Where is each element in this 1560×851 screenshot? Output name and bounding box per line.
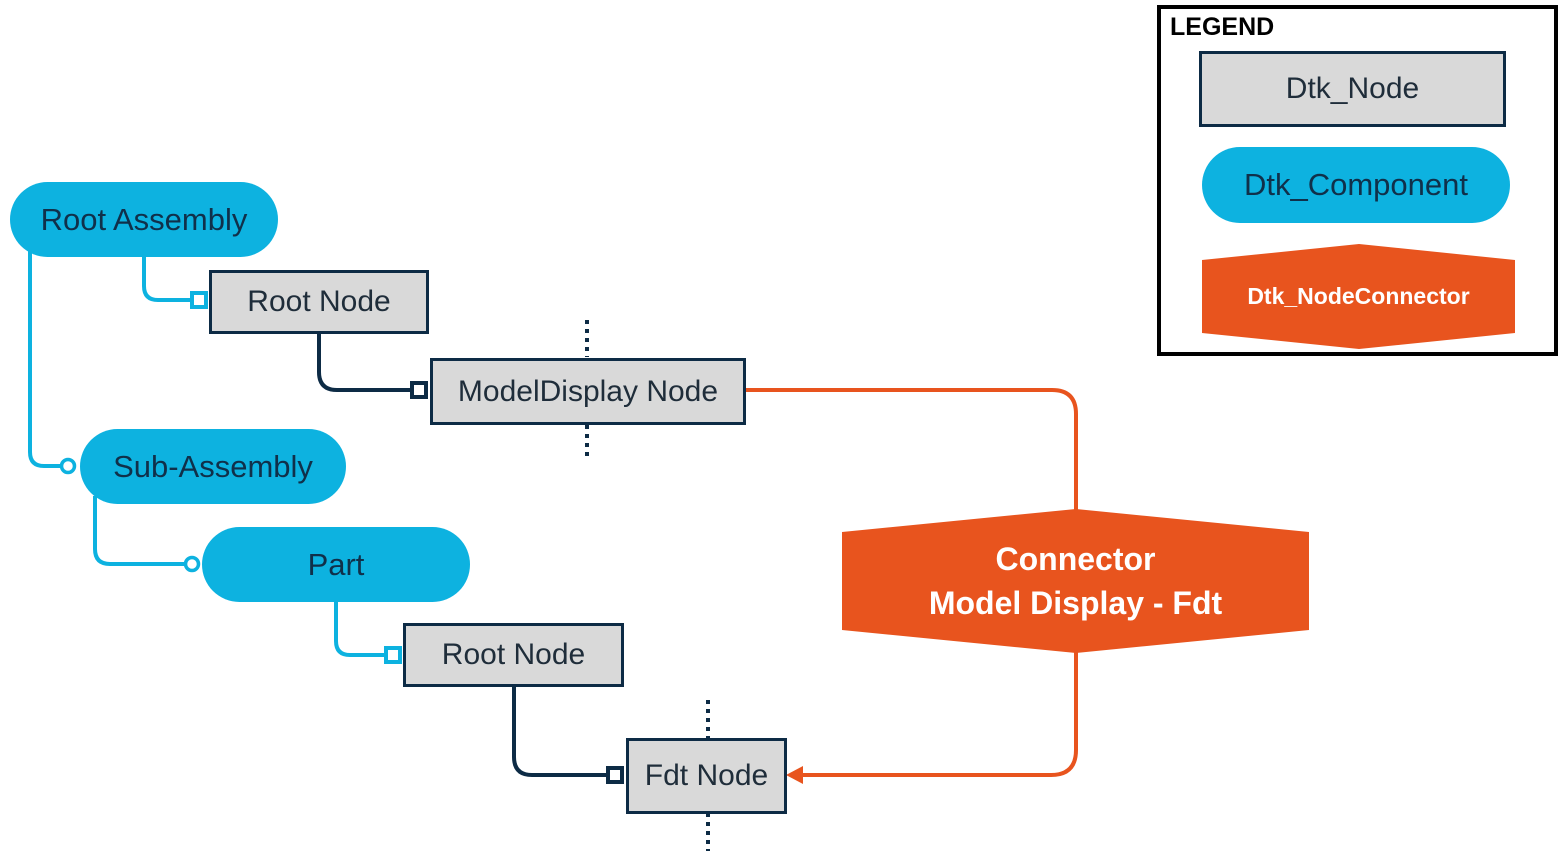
link-part-to-root-node: [334, 600, 386, 657]
component-part[interactable]: Part: [202, 527, 470, 602]
node-fdt[interactable]: Fdt Node: [626, 738, 787, 814]
node-label: Fdt Node: [644, 759, 769, 792]
component-label: Root Assembly: [40, 201, 248, 237]
connector-label-line1: Connector: [995, 541, 1156, 577]
connector-square-fdt: [606, 766, 624, 784]
legend-node-sample: Dtk_Node: [1199, 51, 1506, 127]
legend-component-sample: Dtk_Component: [1202, 147, 1510, 223]
connector-label-line2: Model Display - Fdt: [928, 585, 1223, 621]
component-label: Sub-Assembly: [113, 448, 313, 484]
component-label: Part: [307, 546, 365, 582]
connector-dot-part: [183, 555, 201, 573]
node-label: Root Node: [247, 285, 391, 318]
arrow-head: [786, 766, 803, 784]
node-root-node[interactable]: Root Node: [209, 270, 429, 334]
legend-title: LEGEND: [1170, 13, 1275, 41]
connector-label[interactable]: Connector Model Display - Fdt: [842, 532, 1309, 630]
connector-square-root-node: [190, 291, 208, 309]
link-connector-to-fdt: [800, 652, 1078, 777]
connector-square-modeldisplay: [410, 381, 428, 399]
connector-dot-sub-assembly: [59, 457, 77, 475]
node-label: Root Node: [441, 638, 586, 671]
legend-connector-label: Dtk_NodeConnector: [1247, 282, 1470, 309]
link-root-node-to-fdt: [512, 686, 608, 777]
legend-box: LEGEND Dtk_Node Dtk_Component Dtk_NodeCo…: [1157, 5, 1558, 356]
link-modeldisplay-to-connector: [746, 388, 1078, 512]
component-root-assembly[interactable]: Root Assembly: [10, 182, 278, 257]
component-sub-assembly[interactable]: Sub-Assembly: [80, 429, 346, 504]
link-root-assembly-to-root-node: [142, 255, 192, 302]
connector-shape: [842, 509, 1309, 653]
node-part-root-node[interactable]: Root Node: [403, 623, 624, 687]
link-root-node-to-modeldisplay: [317, 334, 412, 392]
link-sub-assembly-to-part: [93, 496, 184, 566]
node-label: ModelDisplay Node: [457, 374, 719, 408]
node-modeldisplay[interactable]: ModelDisplay Node: [430, 358, 746, 425]
legend-component-label: Dtk_Component: [1243, 167, 1468, 202]
connector-square-part-root-node: [384, 646, 402, 664]
link-root-assembly-to-sub-assembly: [28, 250, 60, 468]
legend-connector-shape: [1202, 244, 1515, 349]
legend-node-label: Dtk_Node: [1285, 72, 1420, 105]
